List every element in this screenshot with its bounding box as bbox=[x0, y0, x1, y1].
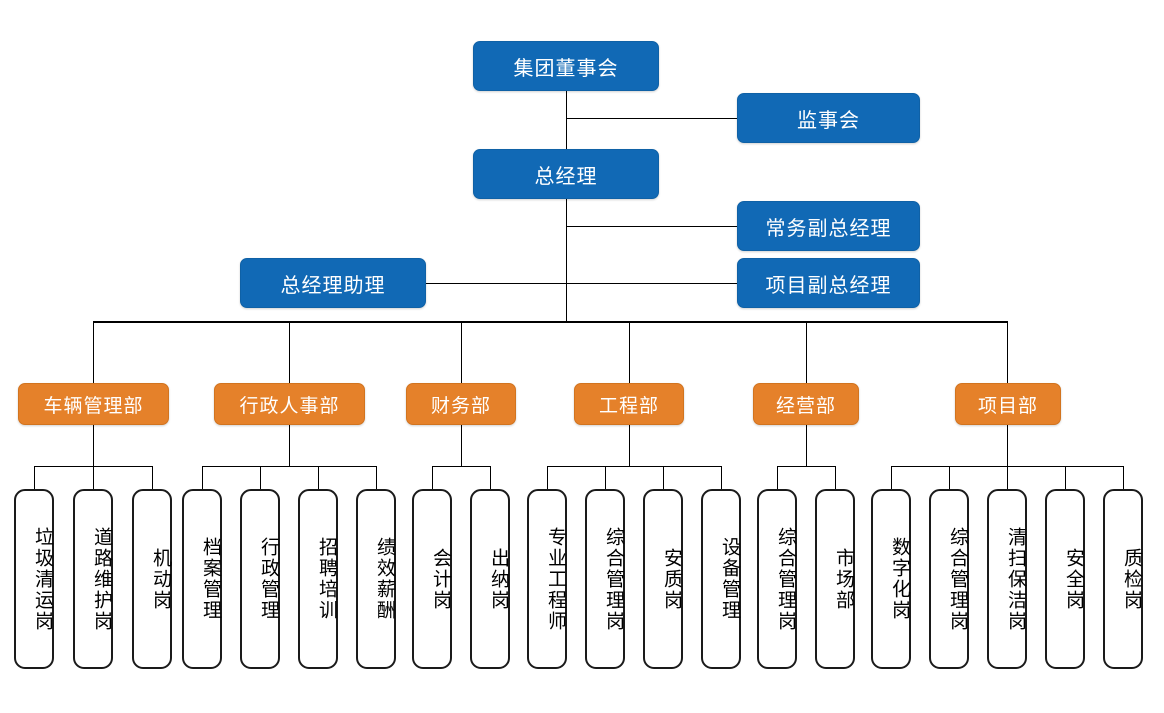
connector-dept2-stem bbox=[461, 425, 462, 466]
node-post-operations-general-management[interactable]: 综合管理岗 bbox=[757, 489, 797, 669]
node-supervisory-board[interactable]: 监事会 bbox=[737, 93, 920, 143]
node-post-recruitment-training[interactable]: 招聘培训 bbox=[298, 489, 338, 669]
node-department-project[interactable]: 项目部 bbox=[955, 383, 1061, 425]
connector-dept5-child-2 bbox=[1007, 466, 1008, 490]
connector-dept3-stem bbox=[629, 425, 630, 466]
connector-dept4-child-0 bbox=[777, 466, 778, 490]
connector-to-gm-assistant bbox=[426, 283, 566, 284]
connector-dept1-child-3 bbox=[376, 466, 377, 490]
connector-dept3-child-1 bbox=[605, 466, 606, 490]
connector-dept2-child-0 bbox=[432, 466, 433, 490]
connector-bus-to-dept-1 bbox=[289, 321, 290, 383]
connector-dept1-child-0 bbox=[202, 466, 203, 490]
node-post-performance-compensation[interactable]: 绩效薪酬 bbox=[356, 489, 396, 669]
connector-dept5-child-0 bbox=[891, 466, 892, 490]
connector-dept3-child-3 bbox=[721, 466, 722, 490]
connector-bus-to-dept-4 bbox=[806, 321, 807, 383]
node-post-cashier[interactable]: 出纳岗 bbox=[470, 489, 510, 669]
node-post-safety-quality[interactable]: 安质岗 bbox=[643, 489, 683, 669]
node-post-equipment-management[interactable]: 设备管理 bbox=[701, 489, 741, 669]
connector-dept3-child-0 bbox=[547, 466, 548, 490]
connector-dept1-bar bbox=[202, 466, 376, 467]
connector-dept0-child-1 bbox=[93, 466, 94, 490]
connector-to-deputy-project bbox=[566, 283, 738, 284]
node-board[interactable]: 集团董事会 bbox=[473, 41, 659, 91]
node-department-admin-hr[interactable]: 行政人事部 bbox=[214, 383, 365, 425]
connector-dept2-child-1 bbox=[490, 466, 491, 490]
connector-bus-to-dept-0 bbox=[93, 321, 94, 383]
node-post-records-management[interactable]: 档案管理 bbox=[182, 489, 222, 669]
node-post-engineering-general-management[interactable]: 综合管理岗 bbox=[585, 489, 625, 669]
connector-to-supervisory bbox=[566, 118, 738, 119]
connector-dept5-stem bbox=[1007, 425, 1008, 466]
node-department-finance[interactable]: 财务部 bbox=[406, 383, 516, 425]
node-post-safety[interactable]: 安全岗 bbox=[1045, 489, 1085, 669]
node-department-operations[interactable]: 经营部 bbox=[753, 383, 859, 425]
connector-bus-to-dept-3 bbox=[629, 321, 630, 383]
connector-dept4-bar bbox=[777, 466, 835, 467]
connector-dept5-child-1 bbox=[949, 466, 950, 490]
connector-dept1-child-1 bbox=[260, 466, 261, 490]
node-post-mobile-duty[interactable]: 机动岗 bbox=[132, 489, 172, 669]
connector-dept5-child-4 bbox=[1123, 466, 1124, 490]
node-post-accounting[interactable]: 会计岗 bbox=[412, 489, 452, 669]
connector-bus-to-dept-5 bbox=[1007, 321, 1008, 383]
node-deputy-project-manager[interactable]: 项目副总经理 bbox=[737, 258, 920, 308]
node-post-professional-engineer[interactable]: 专业工程师 bbox=[527, 489, 567, 669]
node-post-administration[interactable]: 行政管理 bbox=[240, 489, 280, 669]
connector-dept3-child-2 bbox=[663, 466, 664, 490]
department-bus bbox=[93, 321, 1008, 323]
node-post-project-general-management[interactable]: 综合管理岗 bbox=[929, 489, 969, 669]
connector-dept0-child-2 bbox=[152, 466, 153, 490]
node-department-vehicle-management[interactable]: 车辆管理部 bbox=[18, 383, 169, 425]
connector-dept3-bar bbox=[547, 466, 721, 467]
node-gm-assistant[interactable]: 总经理助理 bbox=[240, 258, 426, 308]
node-post-quality-inspection[interactable]: 质检岗 bbox=[1103, 489, 1143, 669]
connector-dept4-child-1 bbox=[835, 466, 836, 490]
connector-dept5-child-3 bbox=[1065, 466, 1066, 490]
connector-dept1-stem bbox=[289, 425, 290, 466]
node-post-digitalization[interactable]: 数字化岗 bbox=[871, 489, 911, 669]
connector-dept0-stem bbox=[93, 425, 94, 466]
connector-dept0-child-0 bbox=[34, 466, 35, 490]
connector-gm-trunk bbox=[566, 199, 567, 321]
connector-bus-to-dept-2 bbox=[461, 321, 462, 383]
node-general-manager[interactable]: 总经理 bbox=[473, 149, 659, 199]
node-deputy-executive-manager[interactable]: 常务副总经理 bbox=[737, 201, 920, 251]
connector-dept4-stem bbox=[806, 425, 807, 466]
connector-dept1-child-2 bbox=[318, 466, 319, 490]
node-department-engineering[interactable]: 工程部 bbox=[574, 383, 684, 425]
connector-to-deputy-executive bbox=[566, 226, 738, 227]
node-post-road-maintenance[interactable]: 道路维护岗 bbox=[73, 489, 113, 669]
connector-board-to-gm bbox=[566, 91, 567, 153]
connector-dept2-bar bbox=[432, 466, 490, 467]
node-post-marketing[interactable]: 市场部 bbox=[815, 489, 855, 669]
node-post-waste-transport[interactable]: 垃圾清运岗 bbox=[14, 489, 54, 669]
node-post-cleaning-sanitation[interactable]: 清扫保洁岗 bbox=[987, 489, 1027, 669]
